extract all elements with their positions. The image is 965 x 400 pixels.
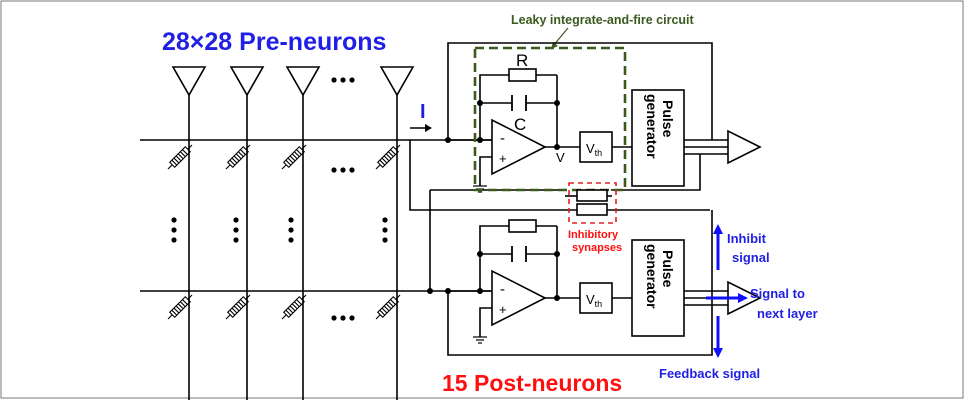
pulse-label-top-2: generator [644,94,660,159]
pre-neuron-triangles [171,66,415,97]
next-layer-label-1: Signal to [750,286,805,301]
resistor-bottom [508,219,537,233]
inhibit-arrow-head [713,224,723,234]
memristor [225,144,251,170]
pulse-label-top-1: Pulse [660,100,676,138]
inhibitory-dashed-box [568,182,617,224]
pre-neuron-ellipsis [331,77,355,83]
junctions-top [445,100,560,150]
opamp-bottom-plus: + [499,302,507,317]
lif-dashed-box [473,46,627,192]
column-ellipsis [171,217,388,243]
vth-box-top [579,131,613,163]
inhibitory-resistor-1 [576,189,608,202]
lif-label: Leaky integrate-and-fire circuit [511,13,695,27]
inhibitory-resistor-2 [576,203,608,216]
bottom-neuron-wiring [447,210,728,356]
output-rows [140,139,492,292]
memristor [375,144,401,170]
vth-label-top: Vth [586,141,602,158]
feedback-arrow-head [713,348,723,358]
memristor [167,294,193,320]
output-buffer-top [727,129,762,165]
inhibitory-label-2: synapses [572,242,622,254]
opamp-top [491,118,547,176]
capacitor-label: C [514,115,526,134]
ground-icon [473,336,487,344]
post-neurons-title: 15 Post-neurons [442,370,622,396]
inhibit-label-1: Inhibit [727,231,767,246]
memristor [167,144,193,170]
memristor [281,294,307,320]
inhibitory-label-1: Inhibitory [568,229,619,241]
inhibitory-wiring [409,140,710,211]
next-layer-label-2: next layer [757,306,818,321]
pre-neurons-title: 28×28 Pre-neurons [162,28,386,56]
pulse-label-bottom-1: Pulse [660,250,676,288]
top-neuron-wiring [429,42,728,291]
pulse-generator-top [631,89,685,187]
opamp-bottom [491,269,547,327]
pulse-label-bottom-2: generator [644,244,660,309]
row-ellipsis [331,167,355,321]
voltage-label: V [556,150,565,165]
next-layer-arrow-head [738,293,748,303]
memristor [281,144,307,170]
memristor [225,294,251,320]
junctions-bottom [427,251,560,301]
memristor-row-1 [167,144,401,170]
feedback-label: Feedback signal [659,366,760,381]
current-label: I [420,101,426,123]
vth-label-bottom: Vth [586,292,602,309]
inhibit-label-2: signal [732,250,770,265]
opamp-minus: - [500,130,505,147]
current-arrow-head [425,124,432,132]
vth-box-bottom [579,282,613,314]
resistor-top [508,68,537,82]
memristor [375,294,401,320]
pre-neuron-4 [379,66,415,97]
pulse-generator-bottom [631,239,685,337]
input-columns [188,95,398,400]
opamp-plus: + [499,151,507,166]
memristor-row-2 [167,294,401,320]
opamp-bottom-minus: - [500,281,505,298]
pre-neuron-2 [229,66,265,97]
pre-neuron-3 [285,66,321,97]
resistor-label: R [516,51,528,70]
pre-neuron-1 [171,66,207,97]
